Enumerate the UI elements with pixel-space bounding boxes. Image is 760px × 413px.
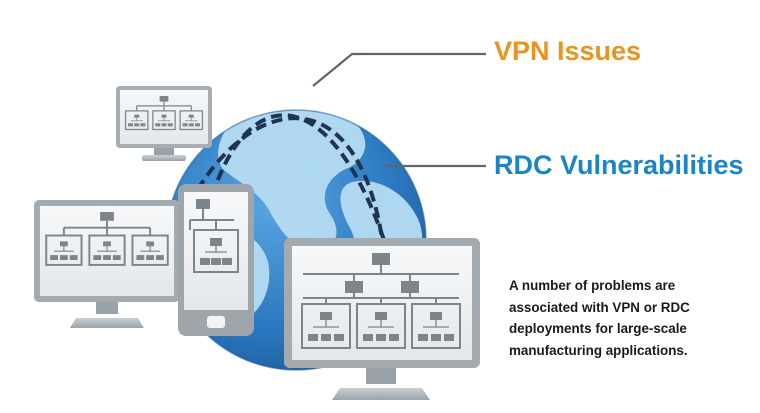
description-line: associated with VPN or RDC xyxy=(509,299,690,315)
description-text: A number of problems are associated with… xyxy=(509,275,759,361)
rdc-vulnerabilities-label: RDC Vulnerabilities xyxy=(494,150,744,180)
description-line: A number of problems are xyxy=(509,278,676,293)
monitor-icon xyxy=(116,86,212,161)
monitor-icon xyxy=(34,200,180,328)
monitor-icon xyxy=(284,238,480,400)
tablet-icon xyxy=(178,184,254,336)
description-line: manufacturing applications. xyxy=(509,342,688,358)
rdc-connection-arc xyxy=(210,113,386,241)
vpn-issues-label: VPN Issues xyxy=(494,36,642,66)
description-line: deployments for large-scale xyxy=(509,321,687,336)
vpn-leader-line xyxy=(312,52,486,87)
